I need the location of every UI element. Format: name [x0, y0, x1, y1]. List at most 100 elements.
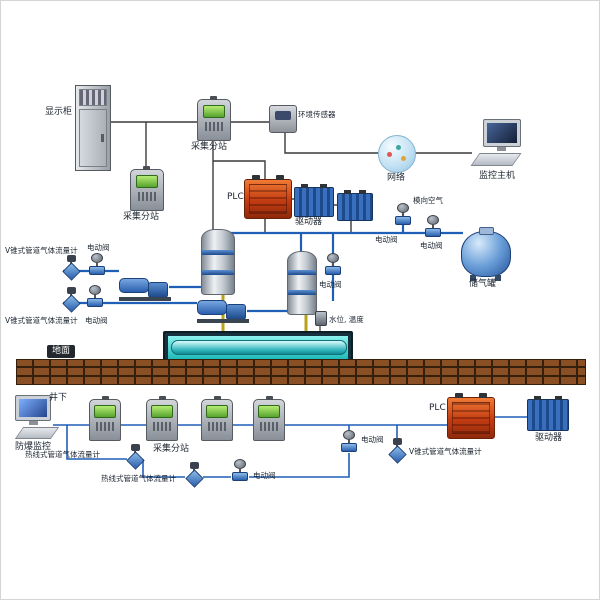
- substation-screen: [206, 405, 228, 418]
- valve-air-label: 电动阀: [375, 235, 398, 244]
- electric-valve-mid: [324, 253, 342, 277]
- driver-surface-label: 驱动器: [295, 217, 323, 227]
- valve-actuator: [91, 253, 103, 263]
- substation-keys: [138, 192, 156, 201]
- keyboard: [470, 153, 522, 166]
- valve-actuator: [234, 459, 246, 469]
- electric-valve-line1: [88, 253, 106, 277]
- flowmeter-head: [189, 462, 199, 469]
- brick-wall-ground-divider: [16, 359, 586, 385]
- substation-screen: [258, 405, 280, 418]
- monitor: [15, 395, 51, 421]
- flowmeter-cone: [387, 445, 407, 464]
- driver-underground-label: 驱动器: [535, 433, 563, 443]
- flowmeter-cone: [61, 262, 81, 281]
- network-node-dot: [401, 156, 406, 161]
- valve-stem: [402, 213, 404, 216]
- valve-body: [89, 266, 105, 275]
- vcone-flowmeter-2-label: V锥式管道气体流量计: [5, 316, 78, 325]
- vcone-flowmeter-underground: [387, 438, 407, 464]
- collection-substation-u4: [253, 396, 285, 441]
- lateral-air-label: 模向空气: [413, 196, 443, 205]
- valve-body: [87, 298, 103, 307]
- environment-sensor: [269, 105, 297, 133]
- flowmeter-cone: [125, 451, 145, 470]
- valve-body: [232, 472, 248, 481]
- substation-a-label: 采集分站: [191, 142, 228, 152]
- flowmeter-head: [392, 438, 402, 445]
- plc-surface-label: PLC: [227, 192, 244, 202]
- substation-b-label: 采集分站: [123, 212, 160, 222]
- substation-underground-label: 采集分站: [153, 444, 190, 454]
- monitor: [483, 119, 521, 147]
- collection-substation-u1: [89, 396, 121, 441]
- plc-box-surface: [244, 175, 292, 219]
- pump-body: [148, 282, 168, 298]
- monitor-stand: [497, 147, 506, 151]
- substation-keys: [96, 422, 114, 431]
- electric-valve-underground-right: [340, 430, 358, 454]
- valve-actuator: [327, 253, 339, 263]
- display-cabinet-label: 显示柜: [45, 107, 73, 117]
- plc-ribs: [249, 184, 287, 214]
- driver-box-underground: [527, 396, 569, 431]
- water-level-temp-label: 水位, 温度: [329, 315, 364, 324]
- monitor-host-label: 监控主机: [479, 171, 516, 181]
- drainage-pump-2: [197, 297, 249, 323]
- flowmeter-head: [66, 287, 76, 294]
- sensor-display: [275, 111, 291, 120]
- ground-label: 地面: [47, 345, 76, 358]
- tank-band: [202, 270, 234, 275]
- pump-body: [226, 304, 246, 320]
- substation-keys: [260, 422, 278, 431]
- substation-screen: [151, 405, 173, 418]
- valve-actuator: [89, 285, 101, 295]
- driver-box-surface: [294, 184, 334, 217]
- valve-actuator: [427, 215, 439, 225]
- monitoring-host-computer: [469, 119, 525, 171]
- flowmeter-cone: [61, 294, 81, 313]
- valve-actuator: [397, 203, 409, 213]
- valve-body: [395, 216, 411, 225]
- valve-underground-right-label: 电动阀: [361, 435, 384, 444]
- vcone-flowmeter-1-label: V锥式管道气体流量计: [5, 246, 78, 255]
- collection-substation-a: [197, 96, 231, 141]
- vcone-flowmeter-1: [61, 255, 81, 281]
- monitor-stand: [29, 421, 38, 425]
- gas-storage-tank: [461, 227, 511, 281]
- valve-mid-label: 电动阀: [319, 280, 342, 289]
- network-node-dot: [387, 152, 392, 157]
- gas-tank-label: 储气罐: [469, 279, 497, 289]
- keyboard: [14, 427, 60, 439]
- tank-band: [288, 270, 316, 275]
- valve-actuator: [343, 430, 355, 440]
- valve-stem: [432, 225, 434, 228]
- vcone-flowmeter-2: [61, 287, 81, 313]
- cabinet-door: [79, 109, 107, 167]
- hotwire-flowmeter-2-label: 热线式管道气体流量计: [101, 474, 176, 483]
- network-label: 网络: [387, 173, 406, 183]
- tank-band: [202, 250, 234, 255]
- valve-stem: [332, 263, 334, 266]
- valve-body: [325, 266, 341, 275]
- valve-body: [425, 228, 441, 237]
- electric-valve-underground-mid: [231, 459, 249, 483]
- substation-keys: [153, 422, 171, 431]
- plc-underground-label: PLC: [429, 403, 446, 413]
- vertical-tank-2: [287, 251, 317, 315]
- monitor-screen: [19, 399, 47, 417]
- substation-screen: [94, 405, 116, 418]
- pump-motor: [119, 278, 149, 293]
- env-sensor-label: 环境传感器: [298, 110, 336, 119]
- display-cabinet: [75, 85, 111, 171]
- mine-label: 井下: [49, 393, 68, 403]
- pump-base: [197, 319, 249, 323]
- hotwire-flowmeter-1: [125, 444, 145, 470]
- hotwire-flowmeter-2: [184, 462, 204, 488]
- substation-keys: [205, 122, 223, 131]
- explosionproof-monitor-computer: [13, 395, 61, 447]
- substation-screen: [203, 105, 225, 118]
- water-level-temp-sensor: [315, 311, 327, 326]
- valve-stem: [96, 263, 98, 266]
